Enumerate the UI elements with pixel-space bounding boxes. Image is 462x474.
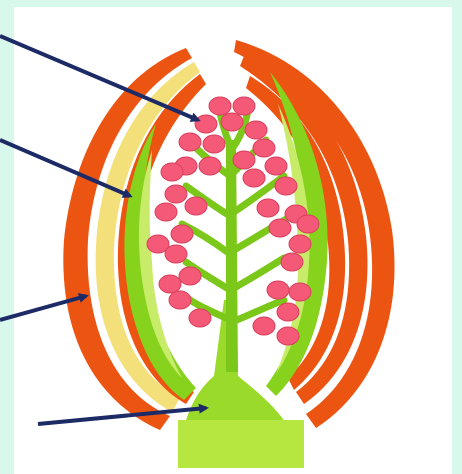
stem-base-band [178,420,304,468]
arrow-to-flower-buds [0,36,198,120]
